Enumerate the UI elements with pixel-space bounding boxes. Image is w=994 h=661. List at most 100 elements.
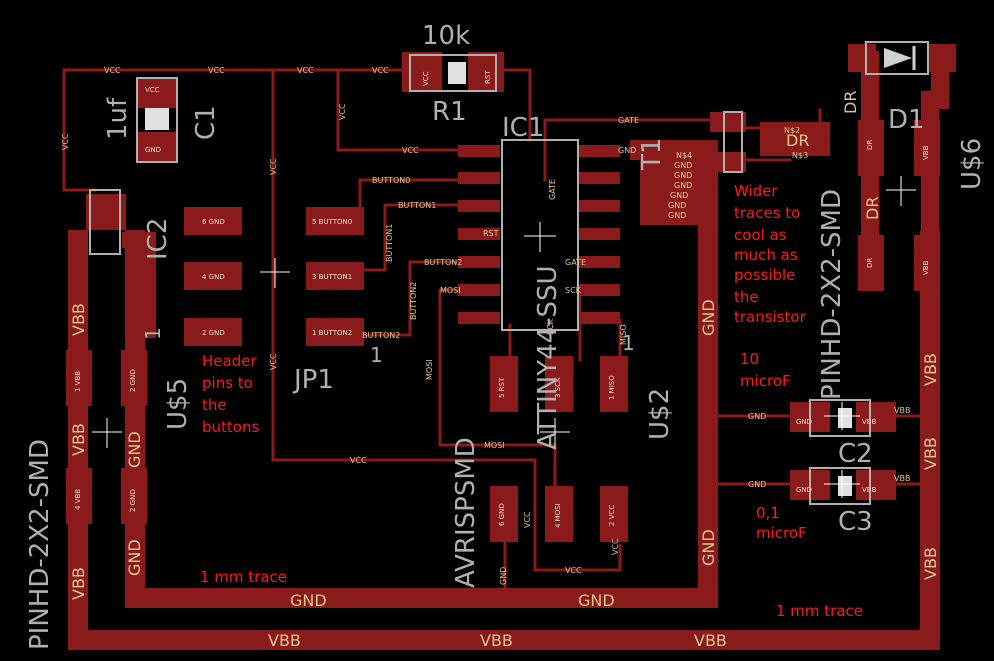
dr-label-2: DR [863,197,882,220]
c2-outline [809,399,871,437]
net-vcc-2: VCC [208,66,225,75]
header-pad-3 [306,262,364,290]
r1-outline [409,54,497,92]
pad-label-c2-gnd: GND [796,418,812,426]
net-vcc-3: VCC [297,66,314,75]
pad-label-isp-vcc: 2 VCC [608,505,616,526]
net-vbb-c2: VBB [894,406,910,415]
us5-pad-3 [66,468,92,524]
vbb-outer-trace [68,230,940,650]
net-gnd-t2: GND [674,171,692,180]
ic1-pad-4 [458,228,500,240]
pad-label-r1-rst: RST [484,70,492,84]
net-vcc-isp2: VCC [611,538,620,555]
header-pad-5 [306,207,364,235]
net-mosi-1: MOSI [440,286,461,295]
note-trace-left: 1 mm trace [200,568,287,586]
t1-ref: T1 [637,138,667,171]
c1-pad-vcc [138,78,178,108]
isp-pad-mosi [545,486,573,542]
net-gnd-t4: GND [670,191,688,200]
vcc-ic1-trace [336,68,472,152]
note-trace-right: 1 mm trace [776,602,863,620]
signal-traces [62,68,822,600]
d1-outline [865,41,929,75]
ic1-pad-13 [578,172,620,184]
c1-ref: C1 [191,105,221,140]
mosi-trace [438,288,557,502]
pad-label-b2: 1 BUTTON2 [312,329,352,337]
header-pad-2 [184,318,242,346]
us6-pad-vbb2 [914,235,940,291]
note-wider-7: transistor [734,308,807,326]
t1-outline [723,111,743,173]
pad-label-vbb1: 1 VBB [74,371,82,392]
isp-pad-gnd [490,486,518,542]
r1-center-marker [448,62,466,84]
pad-label-gnd4: 4 GND [202,273,225,281]
note-point1-2: microF [756,524,807,542]
net-button2-v: BUTTON2 [409,282,418,320]
pad-label-isp-sck: 3 SCK [554,377,562,398]
net-button1-v: BUTTON1 [385,224,394,262]
gnd-label-left-2: GND [125,539,144,576]
net-gate: GATE [618,116,639,125]
net-gnd-isp: GND [499,567,508,585]
diode-symbol-icon [884,48,912,68]
isp-pad-rst [490,356,518,412]
net-gnd-c3: GND [748,480,766,489]
net-gnd-t5: GND [668,201,686,210]
us5-pad-1 [66,350,92,406]
r1-value: 10k [422,21,470,51]
c1-value: 1uf [103,97,133,140]
note-wider-1: Wider [734,182,778,200]
ic1-pad-2 [458,172,500,184]
d1-ref: D1 [888,105,925,135]
pad-label-vbb-r: VBB [922,145,930,160]
us5-pad-2 [121,350,147,406]
gnd-label-right-2: GND [699,529,718,566]
net-vcc-isp: VCC [523,511,532,528]
net-vbb-c3: VBB [894,474,910,483]
note-wider-4: much as [734,246,798,264]
transistor-drain-pad [640,150,698,225]
d1-pad-a [848,44,876,72]
pad-label-dr1: DR [866,140,874,150]
net-button2-b: BUTTON2 [362,331,400,340]
gnd-label-2: GND [578,591,615,610]
pad-label-gnd2b: 2 GND [129,489,137,512]
ic1-pad-3 [458,200,500,212]
pad-label-c3-vbb: VBB [862,486,877,494]
isp-pad-miso [600,356,628,412]
pad-labels: 6 GND 4 GND 2 GND 5 BUTTON0 3 BUTTON1 1 … [74,70,930,528]
isp-pad-vcc [600,486,628,542]
net-vcc-4: VCC [372,66,389,75]
ic1-ref: IC1 [502,113,544,143]
pad-label-dr2: DR [866,258,874,268]
net-sck: SCK [565,286,582,295]
net-vcc-7: VCC [565,566,582,575]
us5-value: PINHD-2X2-SMD [25,439,55,650]
pad-label-b0: 5 BUTTON0 [312,218,352,226]
note-wider-3: cool as [734,226,787,244]
net-n2: N$2 [784,126,800,135]
vbb-label-3: VBB [694,631,727,650]
transistor-gate-pad [710,112,746,132]
dr-label-3: DR [786,131,809,150]
us2-pin: 1 [622,331,635,355]
vbb-label-left-1: VBB [69,303,88,336]
us6-pad-dr1 [858,120,884,176]
isp-pad-sck [545,356,573,412]
net-rst-ic: RST [483,229,499,238]
ic1-pad-9 [578,284,620,296]
c1-pad-gnd [138,132,178,162]
note-wider-5: possible [734,266,795,284]
gate-trace [543,118,722,182]
note-ten-1: 10 [740,350,759,368]
note-header-2: pins to [202,374,253,392]
note-header-4: buttons [202,418,259,436]
net-n4: N$4 [676,151,692,160]
us5-ref: U$5 [163,378,193,430]
pad-label-c2-vbb: VBB [862,418,877,426]
